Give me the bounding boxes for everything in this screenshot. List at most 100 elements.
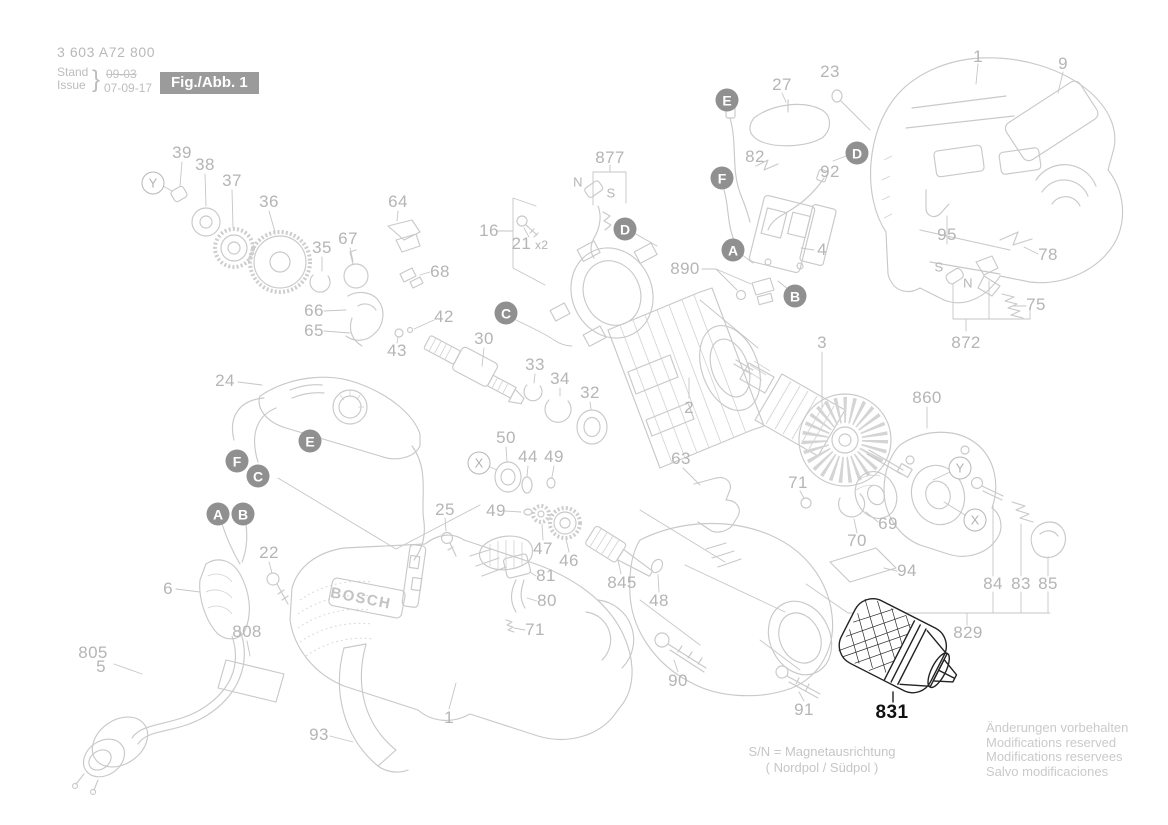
- lock-button-parts: [440, 517, 538, 633]
- reference-badge-F: F: [710, 166, 734, 190]
- part-label-49: 49: [544, 447, 564, 466]
- part-label-82: 82: [745, 147, 765, 166]
- part-label-95: 95: [937, 225, 957, 244]
- part-label-91: 91: [794, 700, 814, 719]
- part-label-50: 50: [496, 428, 516, 447]
- part-label-37: 37: [222, 171, 242, 190]
- part-label-829: 829: [953, 623, 983, 642]
- part-label-94: 94: [897, 561, 917, 580]
- part-label-9: 9: [1058, 54, 1068, 73]
- spindle-assembly: [423, 335, 608, 445]
- reference-badge-X: X: [467, 451, 491, 475]
- gearbox: [805, 406, 1067, 626]
- armature: [699, 299, 913, 487]
- part-label-2: 2: [684, 398, 694, 417]
- name-plate-9: [1004, 80, 1099, 162]
- top-cover: [232, 376, 481, 608]
- reference-badge-X: X: [963, 508, 987, 532]
- part-label-34: 34: [550, 369, 570, 388]
- reference-badge-Y: Y: [948, 456, 972, 480]
- brace-glyph: }: [92, 66, 101, 93]
- notice-de: Änderungen vorbehalten: [986, 720, 1129, 735]
- notice-en: Modifications reserved: [986, 734, 1117, 750]
- part-label-47: 47: [533, 539, 553, 558]
- part-label-S: S: [606, 185, 616, 201]
- front-housing: [629, 467, 898, 702]
- part-label-23: 23: [820, 62, 840, 81]
- part-label-N: N: [573, 174, 583, 190]
- part-label-25: 25: [435, 500, 455, 519]
- part-label-35: 35: [312, 238, 332, 257]
- stand-label: Stand: [57, 65, 89, 79]
- part-label-1: 1: [444, 708, 454, 727]
- part-label-63: 63: [671, 449, 691, 468]
- part-label-831: 831: [875, 702, 909, 723]
- reference-badge-D: D: [613, 217, 637, 241]
- reference-badge-E: E: [715, 88, 739, 112]
- part-label-24: 24: [215, 371, 235, 390]
- intermediate-gear-parts: [487, 446, 664, 593]
- part-label-890: 890: [670, 259, 700, 278]
- part-label-877: 877: [595, 148, 625, 167]
- sn-note-line2: ( Nordpol / Südpol ): [765, 760, 879, 775]
- stator: [607, 287, 765, 469]
- part-label-860: 860: [912, 388, 942, 407]
- part-label-27: 27: [772, 75, 792, 94]
- stand-issue-labels: Stand Issue: [57, 66, 88, 92]
- part-label-22: 22: [259, 543, 279, 562]
- part-label-71: 71: [788, 473, 808, 492]
- revision-notices: Änderungen vorbehalten Modifications res…: [986, 720, 1129, 779]
- part-label-85: 85: [1038, 574, 1058, 593]
- part-label-49: 49: [486, 501, 506, 520]
- part-label-5: 5: [96, 657, 106, 676]
- part-label-6: 6: [163, 579, 173, 598]
- notice-fr: Modifications reservees: [986, 749, 1123, 764]
- part-label-46: 46: [559, 551, 579, 570]
- part-label-16: 16: [479, 221, 499, 240]
- chuck: [838, 598, 958, 703]
- part-label-30: 30: [474, 329, 494, 348]
- reference-badge-A: A: [721, 238, 745, 262]
- reference-badge-D: D: [845, 141, 869, 165]
- part-label-33: 33: [525, 355, 545, 374]
- part-label-808: 808: [232, 622, 262, 641]
- brush-plate-assembly: [496, 164, 658, 347]
- reference-badge-Y: Y: [141, 171, 165, 195]
- part-label-67: 67: [338, 229, 358, 248]
- reference-badge-B: B: [231, 502, 255, 526]
- part-label-S: S: [934, 259, 944, 275]
- part-label-32: 32: [580, 383, 600, 402]
- part-label-92: 92: [820, 162, 840, 181]
- part-label-36: 36: [259, 192, 279, 211]
- part-label-805: 805: [78, 643, 108, 662]
- part-label-872: 872: [951, 333, 981, 352]
- part-label-43: 43: [387, 341, 407, 360]
- serial-number-note: S/N = Magnetausrichtung ( Nordpol / Südp…: [748, 744, 895, 776]
- part-label-65: 65: [304, 321, 324, 340]
- part-label-70: 70: [847, 531, 867, 550]
- notice-es: Salvo modificaciones: [986, 763, 1109, 779]
- reference-badge-B: B: [783, 284, 807, 308]
- part-label-21: 21 x2: [511, 234, 549, 253]
- part-label-845: 845: [607, 573, 637, 592]
- part-label-93: 93: [309, 725, 329, 744]
- part-label-64: 64: [388, 192, 408, 211]
- housing-shell-bottom: [217, 534, 635, 773]
- part-label-44: 44: [518, 447, 538, 466]
- part-label-69: 69: [878, 514, 898, 533]
- part-label-84: 84: [983, 574, 1003, 593]
- part-label-4: 4: [817, 240, 827, 259]
- part-label-75: 75: [1026, 295, 1046, 314]
- part-label-66: 66: [304, 301, 324, 320]
- superseded-date: 09-03: [106, 67, 137, 81]
- part-label-71: 71: [525, 620, 545, 639]
- switch-and-trigger: [701, 89, 871, 306]
- part-label-38: 38: [195, 155, 215, 174]
- part-label-81: 81: [536, 566, 556, 585]
- part-label-3: 3: [817, 333, 827, 352]
- sn-note-line1: S/N = Magnetausrichtung: [748, 744, 896, 759]
- part-label-N: N: [963, 275, 973, 291]
- part-label-48: 48: [649, 591, 669, 610]
